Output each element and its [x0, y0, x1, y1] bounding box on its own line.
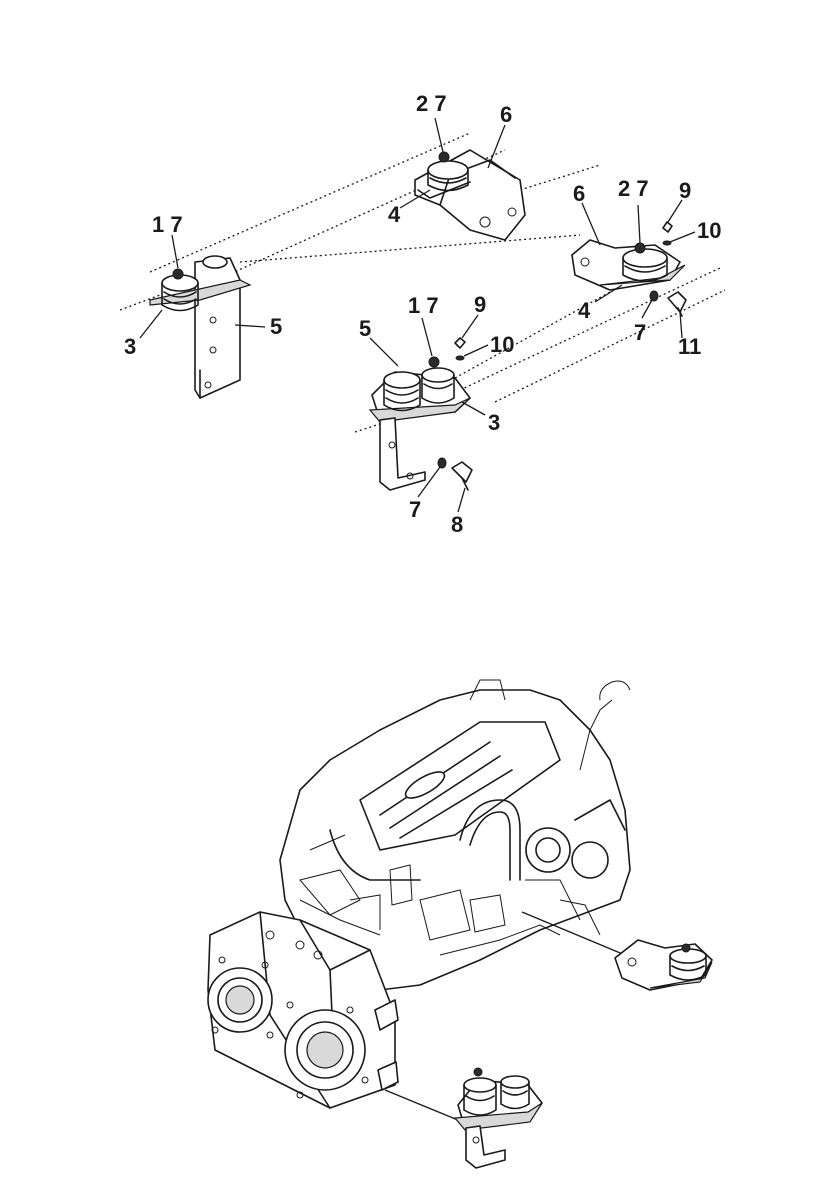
callout-9-centre: 9 — [474, 292, 486, 317]
callout-11-right: 11 — [678, 334, 701, 359]
engine-block — [279, 679, 631, 991]
callout-8-centre: 8 — [451, 512, 463, 537]
rear-mount-bracket-right — [571, 221, 687, 317]
leader-lines — [139, 117, 696, 513]
callout-2-7-upper: 2 7 — [416, 91, 447, 116]
callout-5-left: 5 — [270, 314, 282, 339]
callout-7-right: 7 — [634, 320, 646, 345]
front-mount-installed — [453, 1067, 543, 1169]
engine-assembly-view — [207, 679, 713, 1169]
front-mount-bracket-left — [149, 255, 252, 399]
callout-4-upper: 4 — [388, 202, 401, 227]
callout-4-right: 4 — [578, 298, 591, 323]
callout-1-7-left: 1 7 — [152, 212, 183, 237]
pto-gearbox-housing — [207, 911, 399, 1109]
rear-mount-installed — [614, 939, 713, 991]
callout-1-7-centre: 1 7 — [408, 293, 439, 318]
exploded-view: 2 7 6 4 1 7 5 3 6 2 7 9 10 4 7 11 1 7 9 … — [119, 91, 726, 537]
callout-5-centre: 5 — [359, 316, 371, 341]
alignment-lines — [119, 132, 726, 433]
callout-10-centre: 10 — [490, 332, 514, 357]
callout-7-centre: 7 — [409, 497, 421, 522]
callout-6-upper: 6 — [500, 102, 512, 127]
callout-labels: 2 7 6 4 1 7 5 3 6 2 7 9 10 4 7 11 1 7 9 … — [124, 91, 721, 537]
callout-10-right: 10 — [697, 218, 721, 243]
callout-2-7-right: 2 7 — [618, 176, 649, 201]
callout-9-right: 9 — [679, 178, 691, 203]
callout-3-left: 3 — [124, 334, 136, 359]
front-mount-bracket-centre — [368, 337, 473, 491]
callout-6-right: 6 — [573, 181, 585, 206]
callout-3-centre: 3 — [488, 410, 500, 435]
rear-mount-bracket-upper — [414, 149, 526, 241]
